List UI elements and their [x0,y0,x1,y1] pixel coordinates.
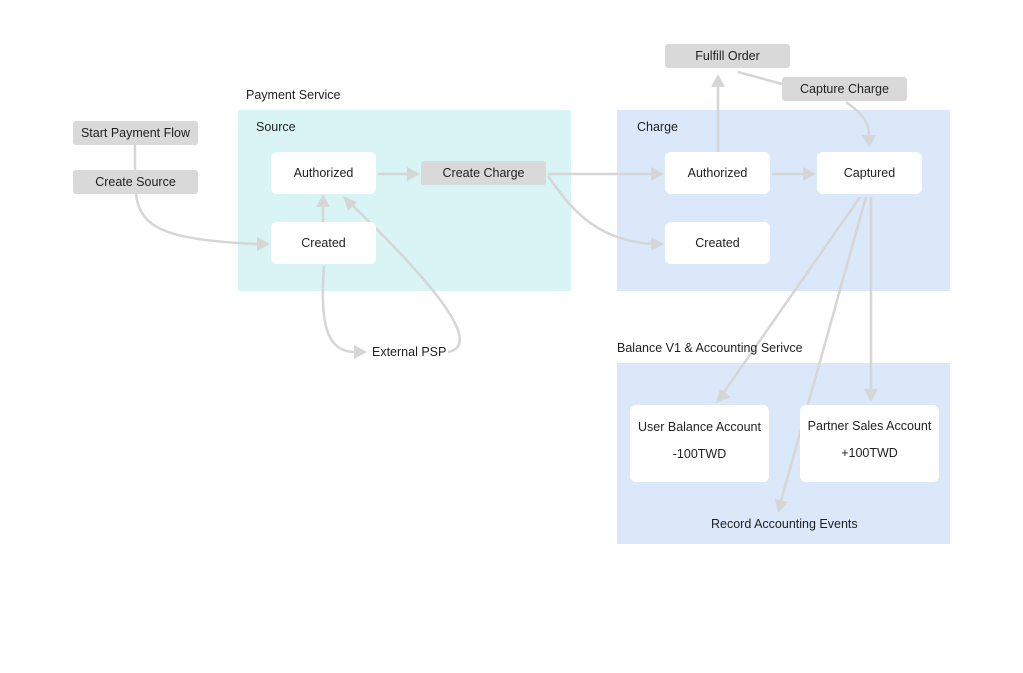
source-authorized-state: Authorized [271,152,376,194]
edge-capture-to-captured [845,100,871,137]
fulfill-order-action: Fulfill Order [665,44,790,68]
source-created-state: Created [271,222,376,264]
charge-captured-state: Captured [817,152,922,194]
capture-charge-action: Capture Charge [782,77,907,101]
arrowhead-captured [803,167,816,181]
arrowhead-charge-created [651,237,664,251]
edge-fulfill-to-capture [737,70,783,86]
arrowhead-create-charge [407,167,420,181]
arrowhead-fulfill [711,74,725,87]
arrowhead-user-account [716,389,731,403]
arrowhead-capture-captured [862,135,876,148]
charge-group-title: Charge [637,120,678,134]
partner-sales-account: Partner Sales Account +100TWD [800,405,939,482]
charge-authorized-state: Authorized [665,152,770,194]
arrowhead-psp [354,345,367,359]
arrowhead-psp-return [343,196,357,211]
create-source-action: Create Source [73,170,198,194]
arrowhead-record-events [775,499,788,513]
edge-captured-to-user-account [722,196,862,393]
edge-created-to-psp [321,265,356,354]
charge-created-state: Created [665,222,770,264]
user-balance-account-amount: -100TWD [672,447,727,461]
edge-captured-to-record-events [779,196,868,502]
arrowhead-charge-authorized [651,167,664,181]
edge-create-source-to-created [134,193,259,246]
create-charge-action: Create Charge [421,161,546,185]
balance-group-title: Balance V1 & Accounting Serivce [617,341,803,355]
edge-create-charge-to-created [546,175,653,246]
start-payment-flow-action: Start Payment Flow [73,121,198,145]
record-accounting-events-label: Record Accounting Events [711,517,858,531]
payment-service-title: Payment Service [246,88,341,102]
external-psp-label: External PSP [372,345,447,359]
user-balance-account-name: User Balance Account [638,420,761,434]
edge-psp-to-authorized [351,204,461,354]
user-balance-account: User Balance Account -100TWD [630,405,769,482]
source-group-title: Source [256,120,296,134]
partner-sales-account-amount: +100TWD [841,446,898,460]
arrowhead-authorized [316,194,330,207]
arrowhead-created [257,237,270,251]
partner-sales-account-name: Partner Sales Account [807,419,932,433]
arrowhead-partner-account [864,389,878,402]
